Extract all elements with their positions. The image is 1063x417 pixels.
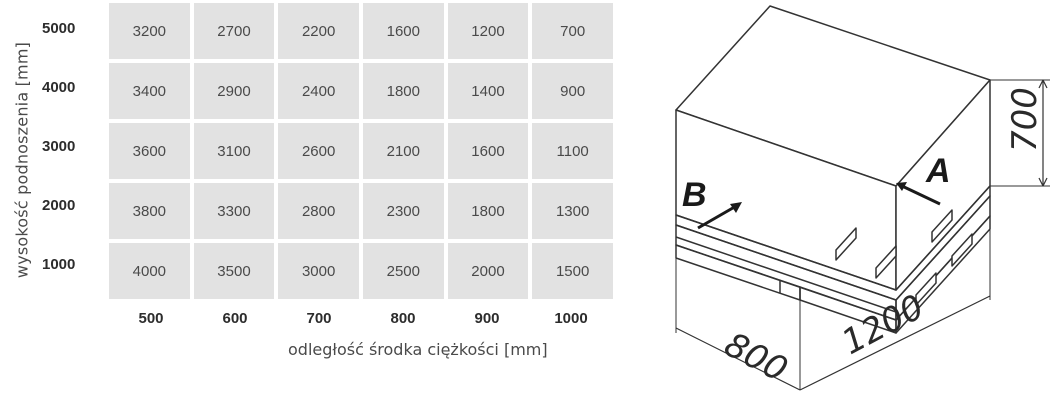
table-cell: 2400 [278, 63, 359, 119]
y-axis-label: wysokość podnoszenia [mm] [12, 41, 32, 279]
arrow-b-icon [697, 202, 742, 230]
column-label-500: 500 [138, 310, 164, 327]
column-label-900: 900 [474, 310, 500, 327]
table-cell: 2500 [362, 243, 444, 299]
table-cell: 2600 [278, 123, 359, 179]
column-label-800: 800 [390, 310, 416, 327]
table-cell: 1600 [447, 123, 529, 179]
table-cell: 3200 [109, 3, 190, 59]
side-b-label: B [682, 176, 707, 214]
row-label-1000: 1000 [42, 256, 76, 273]
arrow-a-icon [896, 182, 941, 206]
column-label-1000: 1000 [554, 310, 588, 327]
table-cell: 4000 [109, 243, 190, 299]
table-cell: 1100 [532, 123, 613, 179]
table-cell: 3800 [109, 183, 190, 239]
length-dimension-label: 1200 [835, 287, 930, 363]
row-label-2000: 2000 [42, 197, 76, 214]
table-cell: 2200 [278, 3, 359, 59]
table-cell: 3500 [193, 243, 275, 299]
load-capacity-table: 3200 2700 2200 1600 1200 700 3400 2900 2… [109, 0, 613, 302]
table-cell: 3100 [193, 123, 275, 179]
table-cell: 3300 [193, 183, 275, 239]
side-a-label: A [925, 152, 951, 190]
row-label-5000: 5000 [42, 20, 76, 37]
x-axis-label: odległość środka ciężkości [mm] [288, 340, 548, 359]
row-label-3000: 3000 [42, 138, 76, 155]
width-dimension-label: 800 [718, 325, 794, 391]
table-cell: 2000 [447, 243, 529, 299]
table-cell: 700 [532, 3, 613, 59]
column-label-600: 600 [222, 310, 248, 327]
table-cell: 1300 [532, 183, 613, 239]
table-cell: 2300 [362, 183, 444, 239]
table-cell: 1400 [447, 63, 529, 119]
table-cell: 900 [532, 63, 613, 119]
table-cell: 1800 [362, 63, 444, 119]
column-label-700: 700 [306, 310, 332, 327]
table-cell: 1200 [447, 3, 529, 59]
row-label-4000: 4000 [42, 79, 76, 96]
table-cell: 2700 [193, 3, 275, 59]
table-cell: 2100 [362, 123, 444, 179]
table-cell: 3600 [109, 123, 190, 179]
pallet-diagram: B A 800 1200 700 [675, 5, 1050, 391]
table-cell: 2800 [278, 183, 359, 239]
height-dimension-label: 700 [1005, 87, 1045, 152]
table-cell: 2900 [193, 63, 275, 119]
table-cell: 1500 [532, 243, 613, 299]
table-cell: 1800 [447, 183, 529, 239]
table-cell: 3400 [109, 63, 190, 119]
table-cell: 1600 [362, 3, 444, 59]
table-cell: 3000 [278, 243, 359, 299]
